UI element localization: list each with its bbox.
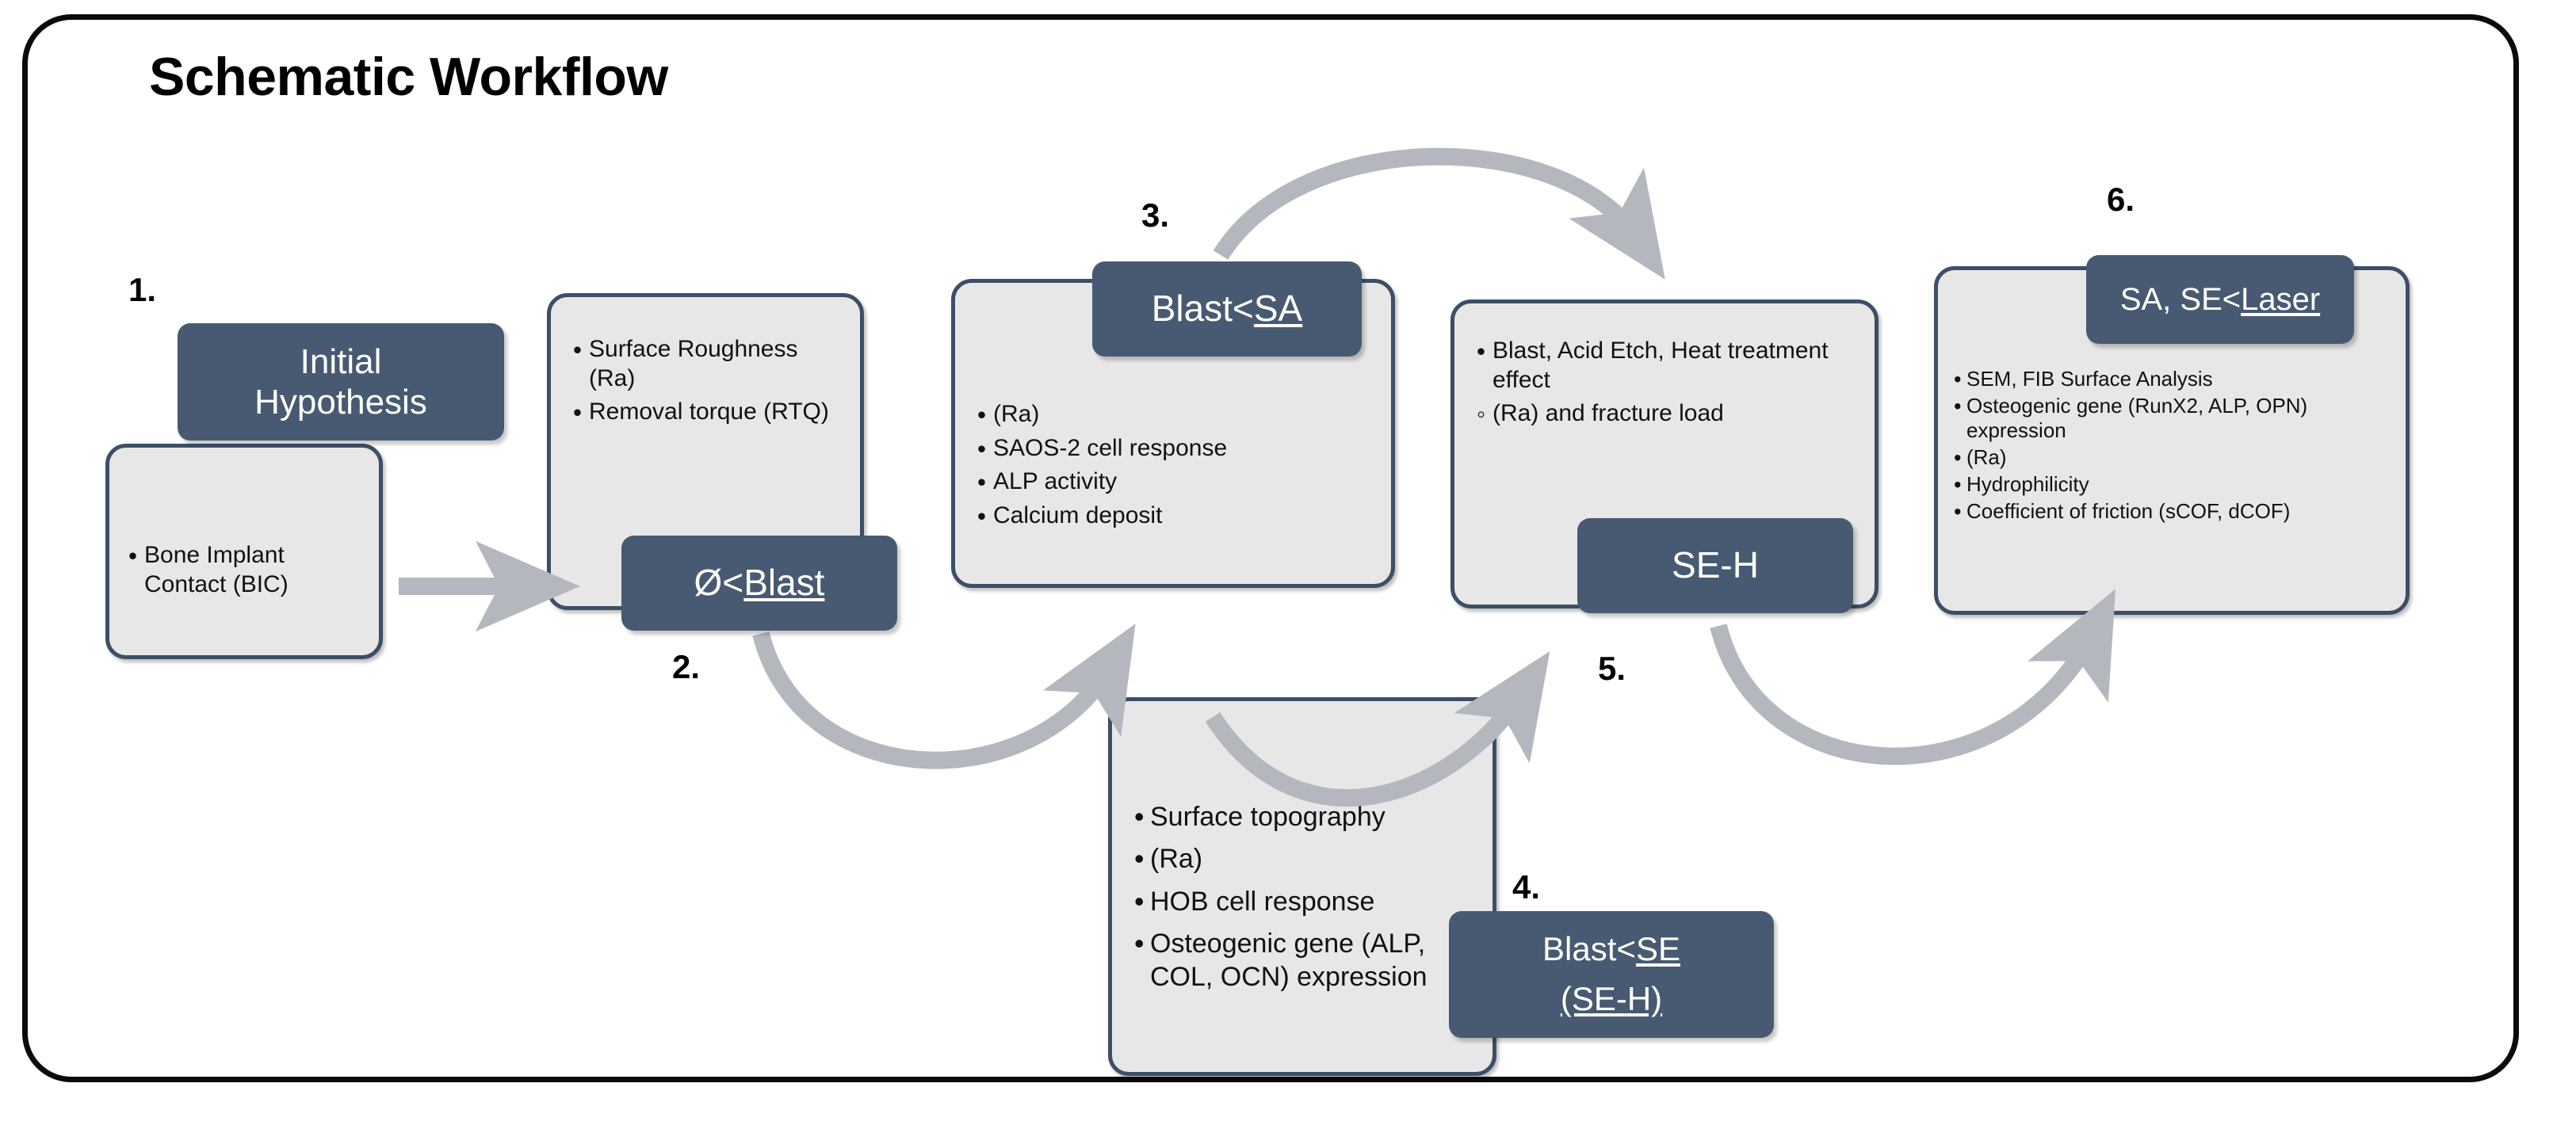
chip-blank-lt-blast[interactable]: Ø<Blast: [621, 536, 897, 631]
chip-line-2: (SE-H): [1560, 980, 1663, 1017]
list-item: Osteogenic gene (ALP, COL, OCN) expressi…: [1133, 927, 1481, 994]
chip-initial-hypothesis[interactable]: Initial Hypothesis: [178, 323, 504, 441]
step-number-4: 4.: [1512, 868, 1541, 906]
chip-line-1: Initial: [300, 341, 382, 381]
chip-line-1: Blast<SE: [1542, 930, 1680, 969]
chip-text: SE-H: [1672, 544, 1759, 586]
chip-se-h[interactable]: SE-H: [1577, 518, 1853, 613]
list-item: Blast, Acid Etch, Heat treatment effect: [1475, 336, 1863, 395]
list-item: (Ra): [1954, 444, 2398, 471]
chip-line-2: Hypothesis: [254, 383, 427, 421]
chip-text-plain: SA, SE<: [2119, 281, 2242, 317]
chip-text-plain: Ø<: [694, 562, 744, 604]
list-item: Surface Roughness (Ra): [571, 334, 849, 393]
page-title: Schematic Workflow: [149, 47, 668, 107]
chip-text-underline: Blast: [743, 562, 825, 604]
list-item: Surface topography: [1133, 800, 1481, 835]
list-item: SAOS-2 cell response: [976, 433, 1380, 463]
bullet-list-2: Surface Roughness (Ra) Removal torque (R…: [571, 334, 849, 432]
list-item: HOB cell response: [1133, 885, 1481, 920]
list-item: Removal torque (RTQ): [571, 397, 849, 427]
bullet-list-1: Bone Implant Contact (BIC): [127, 540, 369, 604]
chip-blast-lt-sa[interactable]: Blast<SA: [1092, 261, 1362, 357]
chip-sa-se-lt-laser[interactable]: SA, SE<Laser: [2086, 255, 2354, 344]
chip-text-plain: Blast<: [1542, 930, 1636, 968]
step-number-2: 2.: [672, 648, 701, 685]
list-item: (Ra): [1133, 842, 1481, 877]
bullet-list-4: Surface topography (Ra) HOB cell respons…: [1133, 800, 1481, 1003]
list-item: Hydrophilicity: [1954, 471, 2398, 498]
list-item: Bone Implant Contact (BIC): [127, 540, 369, 599]
list-item: (Ra) and fracture load: [1475, 399, 1863, 429]
list-item: SEM, FIB Surface Analysis: [1954, 366, 2398, 392]
list-item: Calcium deposit: [976, 501, 1380, 531]
step-number-3: 3.: [1141, 196, 1170, 234]
bullet-list-5: Blast, Acid Etch, Heat treatment effect …: [1475, 336, 1863, 433]
outer-frame-border: [22, 14, 2519, 1082]
list-item: Osteogenic gene (RunX2, ALP, OPN) expres…: [1954, 393, 2398, 444]
chip-blast-lt-se[interactable]: Blast<SE (SE-H): [1449, 911, 1774, 1038]
chip-text-underline: SA: [1253, 288, 1303, 330]
content-box-1: Bone Implant Contact (BIC): [105, 444, 383, 659]
step-number-1: 1.: [128, 271, 157, 308]
step-number-6: 6.: [2107, 181, 2135, 218]
bullet-list-3: (Ra) SAOS-2 cell response ALP activity C…: [976, 399, 1380, 535]
chip-text-plain: Blast<: [1151, 288, 1254, 330]
list-item: Coefficient of friction (sCOF, dCOF): [1954, 498, 2398, 524]
step-number-5: 5.: [1598, 650, 1626, 687]
content-box-4: Surface topography (Ra) HOB cell respons…: [1108, 697, 1496, 1076]
chip-text-underline: Laser: [2241, 281, 2321, 317]
list-item: (Ra): [976, 399, 1380, 429]
bullet-list-6: SEM, FIB Surface Analysis Osteogenic gen…: [1954, 366, 2398, 525]
list-item: ALP activity: [976, 467, 1380, 497]
chip-text-underline: SE: [1635, 930, 1680, 968]
